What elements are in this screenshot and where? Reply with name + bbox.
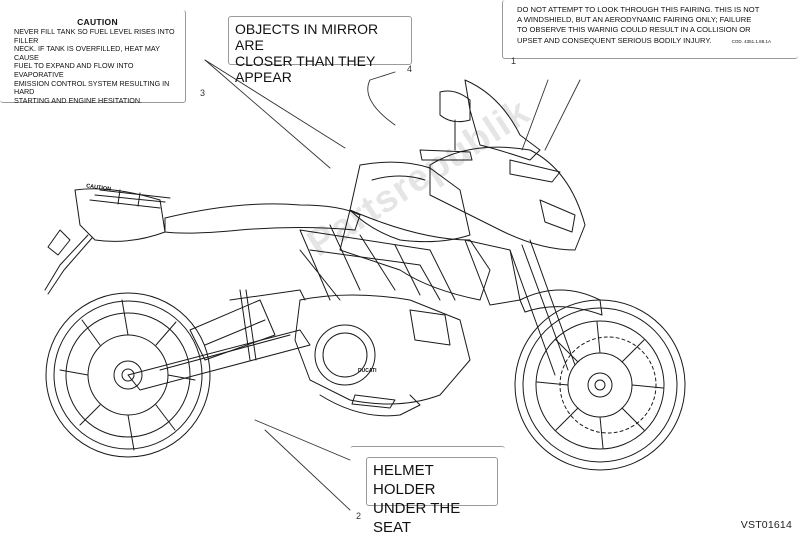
fairing-line: A WINDSHIELD, BUT AN AERODYNAMIC FAIRING…	[517, 15, 752, 25]
windscreen	[464, 79, 541, 161]
exhaust	[189, 299, 276, 361]
fuel-tank	[349, 161, 471, 243]
mirror	[439, 90, 471, 151]
leader-line-1	[544, 79, 581, 151]
callout-number-2: 2	[356, 511, 362, 521]
mirror-line: OBJECTS IN MIRROR ARE	[235, 21, 379, 53]
leader-line-3	[204, 59, 331, 169]
leader-line-2b	[264, 429, 351, 511]
fairing-line: DO NOT ATTEMPT TO LOOK THROUGH THIS FAIR…	[517, 5, 760, 14]
headlight-fairing	[429, 146, 586, 251]
leader-line-2	[254, 419, 351, 461]
leader-lines	[204, 59, 581, 511]
rear-shock	[239, 289, 257, 361]
callout-number-4: 4	[407, 64, 413, 74]
seat	[164, 203, 361, 234]
side-fairing	[339, 209, 491, 301]
caution-line: NECK. IF TANK IS OVERFILLED, HEAT MAY CA…	[14, 44, 160, 62]
caution-line: STARTING AND ENGINE HESITATION.	[14, 95, 143, 105]
label-2-helmet	[350, 446, 505, 532]
engine-brand: DUCATI	[358, 368, 377, 374]
fairing-code: Cod. 4351.1.88.1A	[731, 38, 771, 44]
rear-wheel	[45, 292, 211, 458]
helmet-line: HELMET HOLDER	[373, 462, 436, 498]
front-wheel	[514, 299, 686, 471]
helmet-line: UNDER THE SEAT	[373, 500, 461, 536]
caution-line: EMISSION CONTROL SYSTEM RESULTING IN HAR…	[14, 78, 170, 97]
caution-line: NEVER FILL TANK SO FUEL LEVEL RISES INTO…	[14, 27, 175, 45]
reference-code: VST01614	[740, 519, 792, 531]
tail-section	[74, 188, 166, 242]
leader-line-4	[367, 71, 396, 126]
engine	[294, 294, 471, 417]
callout-number-3: 3	[200, 88, 206, 98]
luggage-rack	[89, 189, 171, 209]
caution-title: CAUTION	[77, 17, 118, 27]
caution-line: FUEL TO EXPAND AND FLOW INTO EVAPORATIVE	[14, 61, 134, 79]
leader-line-3b	[204, 59, 346, 149]
fairing-line: UPSET AND CONSEQUENT SERIOUS BODILY INJU…	[517, 36, 794, 47]
fairing-line: TO OBSERVE THIS WARNIG COULD RESULT IN A…	[517, 25, 751, 35]
mirror-line: CLOSER THAN THEY APPEAR	[235, 53, 376, 85]
callout-number-1: 1	[511, 56, 517, 66]
swingarm	[127, 329, 311, 391]
fairing-line-last: UPSET AND CONSEQUENT SERIOUS BODILY INJU…	[517, 35, 712, 45]
front-fork	[509, 239, 576, 376]
label-1-fairing: DO NOT ATTEMPT TO LOOK THROUGH THIS FAIR…	[502, 0, 798, 59]
frame-trellis	[299, 224, 456, 301]
label-4-mirror: OBJECTS IN MIRROR ARE CLOSER THAN THEY A…	[228, 16, 412, 85]
label-2-helmet-panel: HELMET HOLDER UNDER THE SEAT	[366, 457, 498, 536]
front-mudguard	[519, 289, 603, 316]
leader-line-1b	[521, 79, 549, 151]
license-bracket	[44, 234, 93, 295]
label-3-caution: CAUTION NEVER FILL TANK SO FUEL LEVEL RI…	[0, 10, 186, 105]
